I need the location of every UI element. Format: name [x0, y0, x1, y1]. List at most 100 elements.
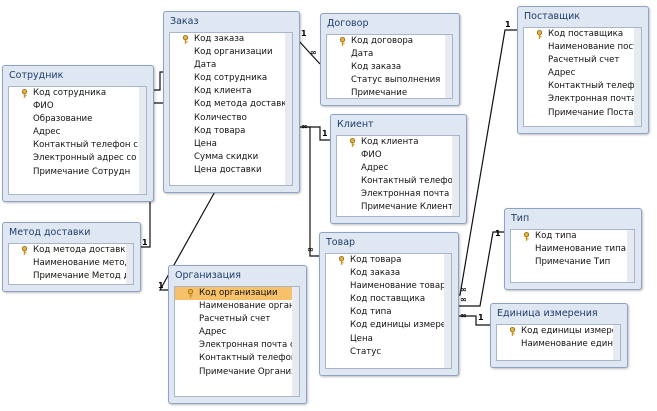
relationship-line-zakaz-sotrudnik[interactable]: [152, 71, 163, 91]
field-row[interactable]: Код заказа: [327, 61, 452, 74]
scrollbar[interactable]: [613, 324, 621, 361]
table-title[interactable]: Метод доставки: [9, 227, 91, 238]
field-row[interactable]: Примечание Сотрудн: [9, 166, 146, 179]
field-row[interactable]: Код товара: [326, 254, 451, 267]
scrollbar[interactable]: [139, 86, 147, 195]
relationship-line-zakaz-organizaciya[interactable]: [158, 187, 218, 291]
field-row[interactable]: Дата: [170, 59, 292, 72]
relationship-line-tovar-edinica[interactable]: [457, 315, 490, 326]
scrollbar[interactable]: [444, 253, 452, 369]
field-row[interactable]: Наименование типа: [511, 243, 634, 256]
scrollbar[interactable]: [452, 135, 460, 217]
field-row[interactable]: Код договора: [327, 35, 452, 48]
field-row[interactable]: ФИО: [337, 149, 459, 162]
field-row[interactable]: ФИО: [9, 100, 146, 113]
field-row[interactable]: Статус: [326, 346, 451, 359]
field-row[interactable]: Адрес: [175, 326, 299, 339]
field-row[interactable]: Статус выполнения: [327, 74, 452, 87]
table-title[interactable]: Товар: [326, 237, 356, 248]
relationship-line-tovar-tip[interactable]: [457, 231, 504, 307]
field-row[interactable]: Наименование едини: [497, 338, 620, 351]
field-row[interactable]: Цена: [170, 138, 292, 151]
field-row[interactable]: Код единицы измерения: [326, 319, 451, 332]
field-row[interactable]: Образование: [9, 113, 146, 126]
field-row[interactable]: Адрес: [9, 126, 146, 139]
table-title[interactable]: Договор: [327, 18, 369, 29]
field-row[interactable]: Наименование товара: [326, 280, 451, 293]
field-row[interactable]: Код поставщика: [326, 293, 451, 306]
field-row[interactable]: Примечание Поставщ: [524, 107, 641, 120]
field-row[interactable]: Дата: [327, 48, 452, 61]
field-row[interactable]: Код поставщика: [524, 28, 641, 41]
field-row[interactable]: Сумма скидки: [170, 151, 292, 164]
field-row[interactable]: Код типа: [326, 306, 451, 319]
scrollbar[interactable]: [292, 286, 300, 397]
scrollbar[interactable]: [126, 243, 134, 285]
relationship-line-zakaz-tovar[interactable]: [298, 126, 319, 257]
field-row[interactable]: Код организации: [170, 46, 292, 59]
scrollbar[interactable]: [285, 32, 293, 186]
table-title[interactable]: Единица измерения: [497, 308, 598, 319]
relationship-line-zakaz-dogovor[interactable]: [297, 39, 321, 65]
field-row[interactable]: Адрес: [524, 67, 641, 80]
field-row[interactable]: Адрес: [337, 162, 459, 175]
field-row[interactable]: Код сотрудника: [170, 72, 292, 85]
field-row[interactable]: Контактный телефон о: [175, 352, 299, 365]
field-row[interactable]: Код сотрудника: [9, 87, 146, 100]
field-row[interactable]: Наименование постав: [524, 41, 641, 54]
field-row[interactable]: Код товара: [170, 125, 292, 138]
field-row[interactable]: Код клиента: [337, 136, 459, 149]
table-title[interactable]: Организация: [175, 270, 241, 281]
field-row[interactable]: Расчетный счет: [524, 54, 641, 67]
field-row[interactable]: Код клиента: [170, 85, 292, 98]
field-row[interactable]: Примечание Метод до: [9, 270, 133, 283]
field-row[interactable]: Код метода доставки: [9, 244, 133, 257]
field-row[interactable]: Код организации: [175, 287, 299, 301]
field-row[interactable]: Контактный телефон п: [524, 80, 641, 93]
scrollbar[interactable]: [445, 34, 453, 99]
field-row[interactable]: Примечание Организ: [175, 366, 299, 379]
field-row[interactable]: Электронная почта по: [524, 93, 641, 106]
field-row[interactable]: Цена доставки: [170, 164, 292, 177]
field-row[interactable]: Наименование органи: [175, 300, 299, 313]
table-title[interactable]: Тип: [511, 213, 530, 224]
field-row[interactable]: Контактный телефон к: [337, 175, 459, 188]
field-row[interactable]: Цена: [326, 333, 451, 346]
scrollbar[interactable]: [627, 229, 635, 283]
field-row[interactable]: Контактный телефон с: [9, 139, 146, 152]
field-row[interactable]: Код заказа: [326, 267, 451, 280]
field-row[interactable]: Количество: [170, 112, 292, 125]
table-title[interactable]: Сотрудник: [9, 70, 64, 81]
field-row[interactable]: Расчетный счет: [175, 313, 299, 326]
field-row[interactable]: Наименование метода: [9, 257, 133, 270]
table-title[interactable]: Поставщик: [524, 11, 580, 22]
field-row[interactable]: Код заказа: [170, 33, 292, 46]
field-row[interactable]: Электронная почта кл: [337, 188, 459, 201]
field-row[interactable]: Код единицы измерен: [497, 325, 620, 338]
field-row[interactable]: Электронная почта ор: [175, 339, 299, 352]
table-title[interactable]: Заказ: [170, 16, 199, 27]
field-row[interactable]: Примечание: [327, 87, 452, 98]
table-title[interactable]: Клиент: [337, 119, 374, 130]
field-row[interactable]: Электронный адрес со: [9, 152, 146, 165]
